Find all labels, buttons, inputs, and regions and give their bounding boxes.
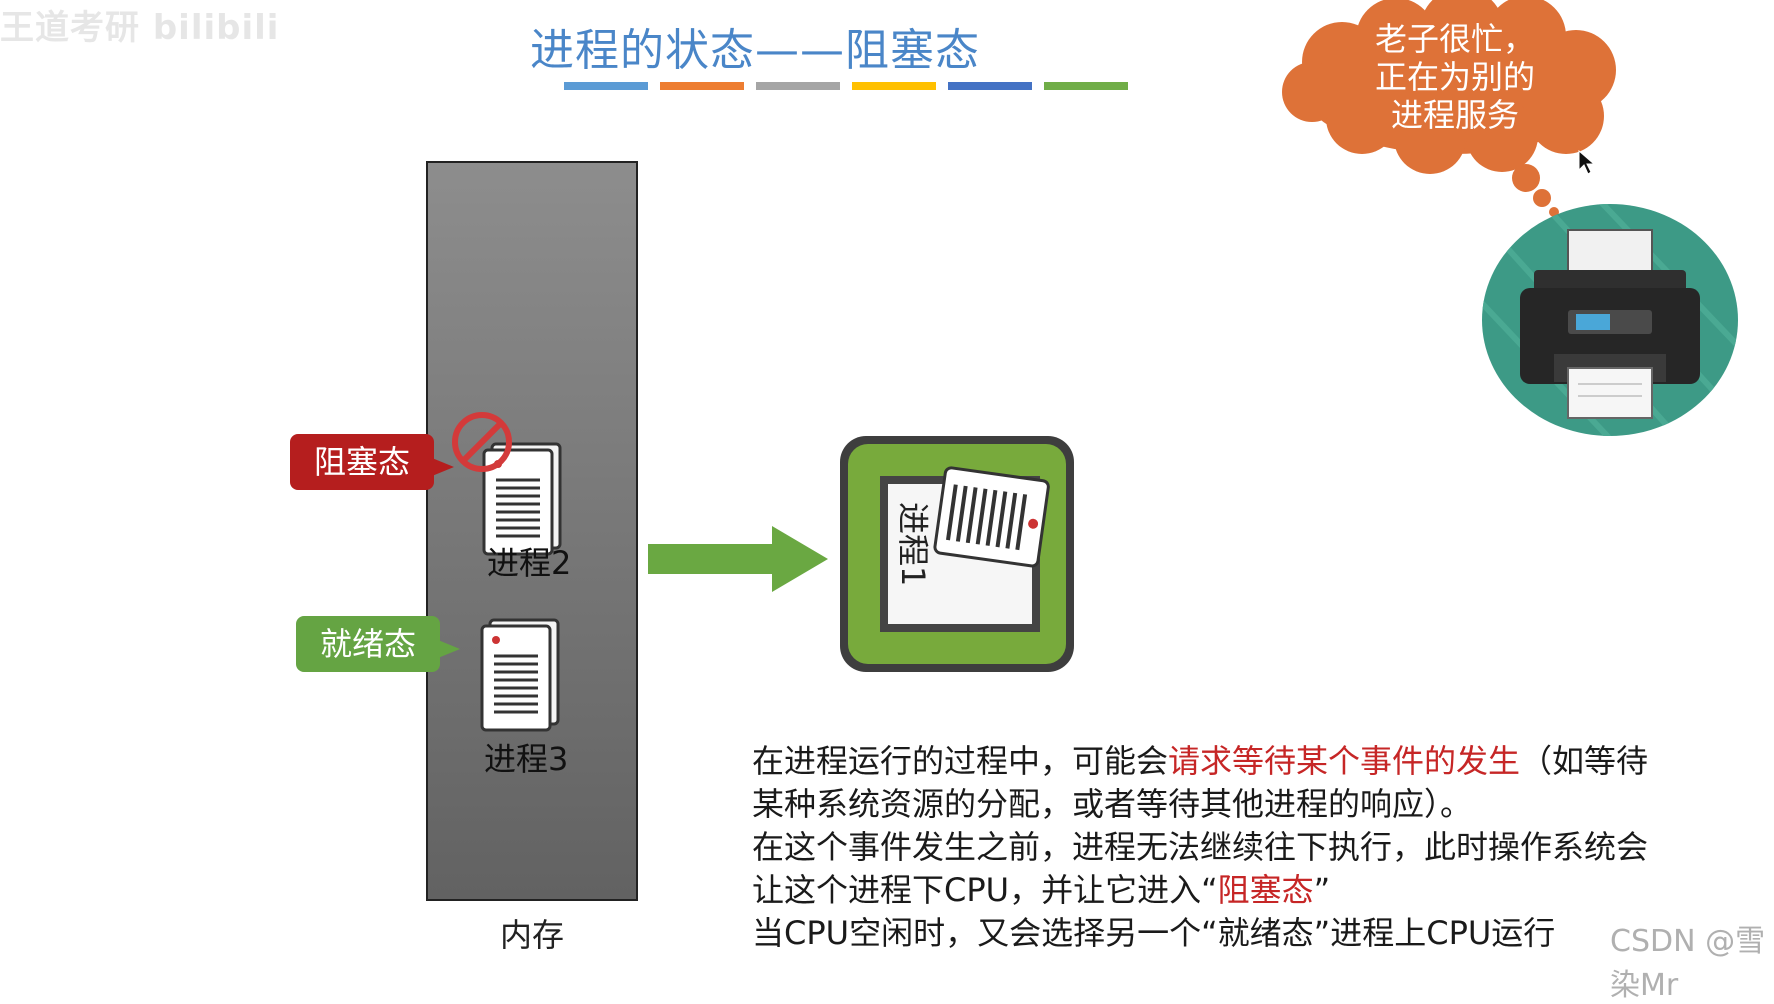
document-icon	[482, 442, 562, 556]
bubble-line: 进程服务	[1390, 96, 1519, 134]
text-span: 让这个进程下CPU，并让它进入“	[752, 871, 1218, 909]
text-span: （如等待	[1520, 742, 1649, 780]
cursor-icon	[1578, 150, 1596, 175]
slide-title: 进程的状态——阻塞态	[530, 25, 980, 76]
blocked-state-tag: 阻塞态	[290, 434, 454, 490]
divider-segment	[852, 82, 936, 90]
description-text: 在进程运行的过程中，可能会请求等待某个事件的发生（如等待 某种系统资源的分配，或…	[752, 740, 1772, 955]
description-line: 让这个进程下CPU，并让它进入“阻塞态”	[752, 869, 1772, 912]
description-line: 某种系统资源的分配，或者等待其他进程的响应）。	[752, 785, 1473, 823]
thought-bubble-text: 老子很忙， 正在为别的 进程服务	[1310, 20, 1600, 134]
memory-label: 内存	[499, 916, 564, 954]
text-span: ”	[1313, 871, 1331, 909]
divider-segment	[660, 82, 744, 90]
process-3-label: 进程3	[484, 740, 569, 778]
divider-segment	[1044, 82, 1128, 90]
document-icon	[480, 618, 560, 732]
prohibited-icon	[452, 412, 512, 472]
highlight-text: 阻塞态	[1217, 871, 1314, 909]
thought-cloud-icon	[1282, 0, 1616, 217]
video-watermark: 王道考研 bilibili	[0, 8, 280, 48]
csdn-watermark: CSDN @雪染Mr	[1610, 924, 1766, 1003]
cpu-chip-icon: 进程1	[840, 436, 1074, 672]
ready-state-tag: 就绪态	[296, 616, 460, 672]
printer-icon[interactable]	[1480, 200, 1746, 442]
cpu-process-label: 进程1	[894, 502, 932, 586]
description-line: 在这个事件发生之前，进程无法继续往下执行，此时操作系统会	[752, 828, 1649, 866]
description-line: 在进程运行的过程中，可能会请求等待某个事件的发生（如等待	[752, 740, 1772, 783]
divider-segment	[756, 82, 840, 90]
bubble-line: 正在为别的	[1374, 58, 1535, 96]
process-2-label: 进程2	[487, 544, 572, 582]
divider-segment	[564, 82, 648, 90]
memory-block	[426, 161, 638, 901]
arrow-right-icon	[648, 526, 828, 592]
highlight-text: 请求等待某个事件的发生	[1168, 742, 1521, 780]
bubble-line: 老子很忙，	[1374, 20, 1535, 58]
title-divider	[564, 82, 1128, 90]
divider-segment	[948, 82, 1032, 90]
text-span: 在进程运行的过程中，可能会	[752, 742, 1169, 780]
description-line: 当CPU空闲时，又会选择另一个“就绪态”进程上CPU运行	[752, 914, 1556, 952]
